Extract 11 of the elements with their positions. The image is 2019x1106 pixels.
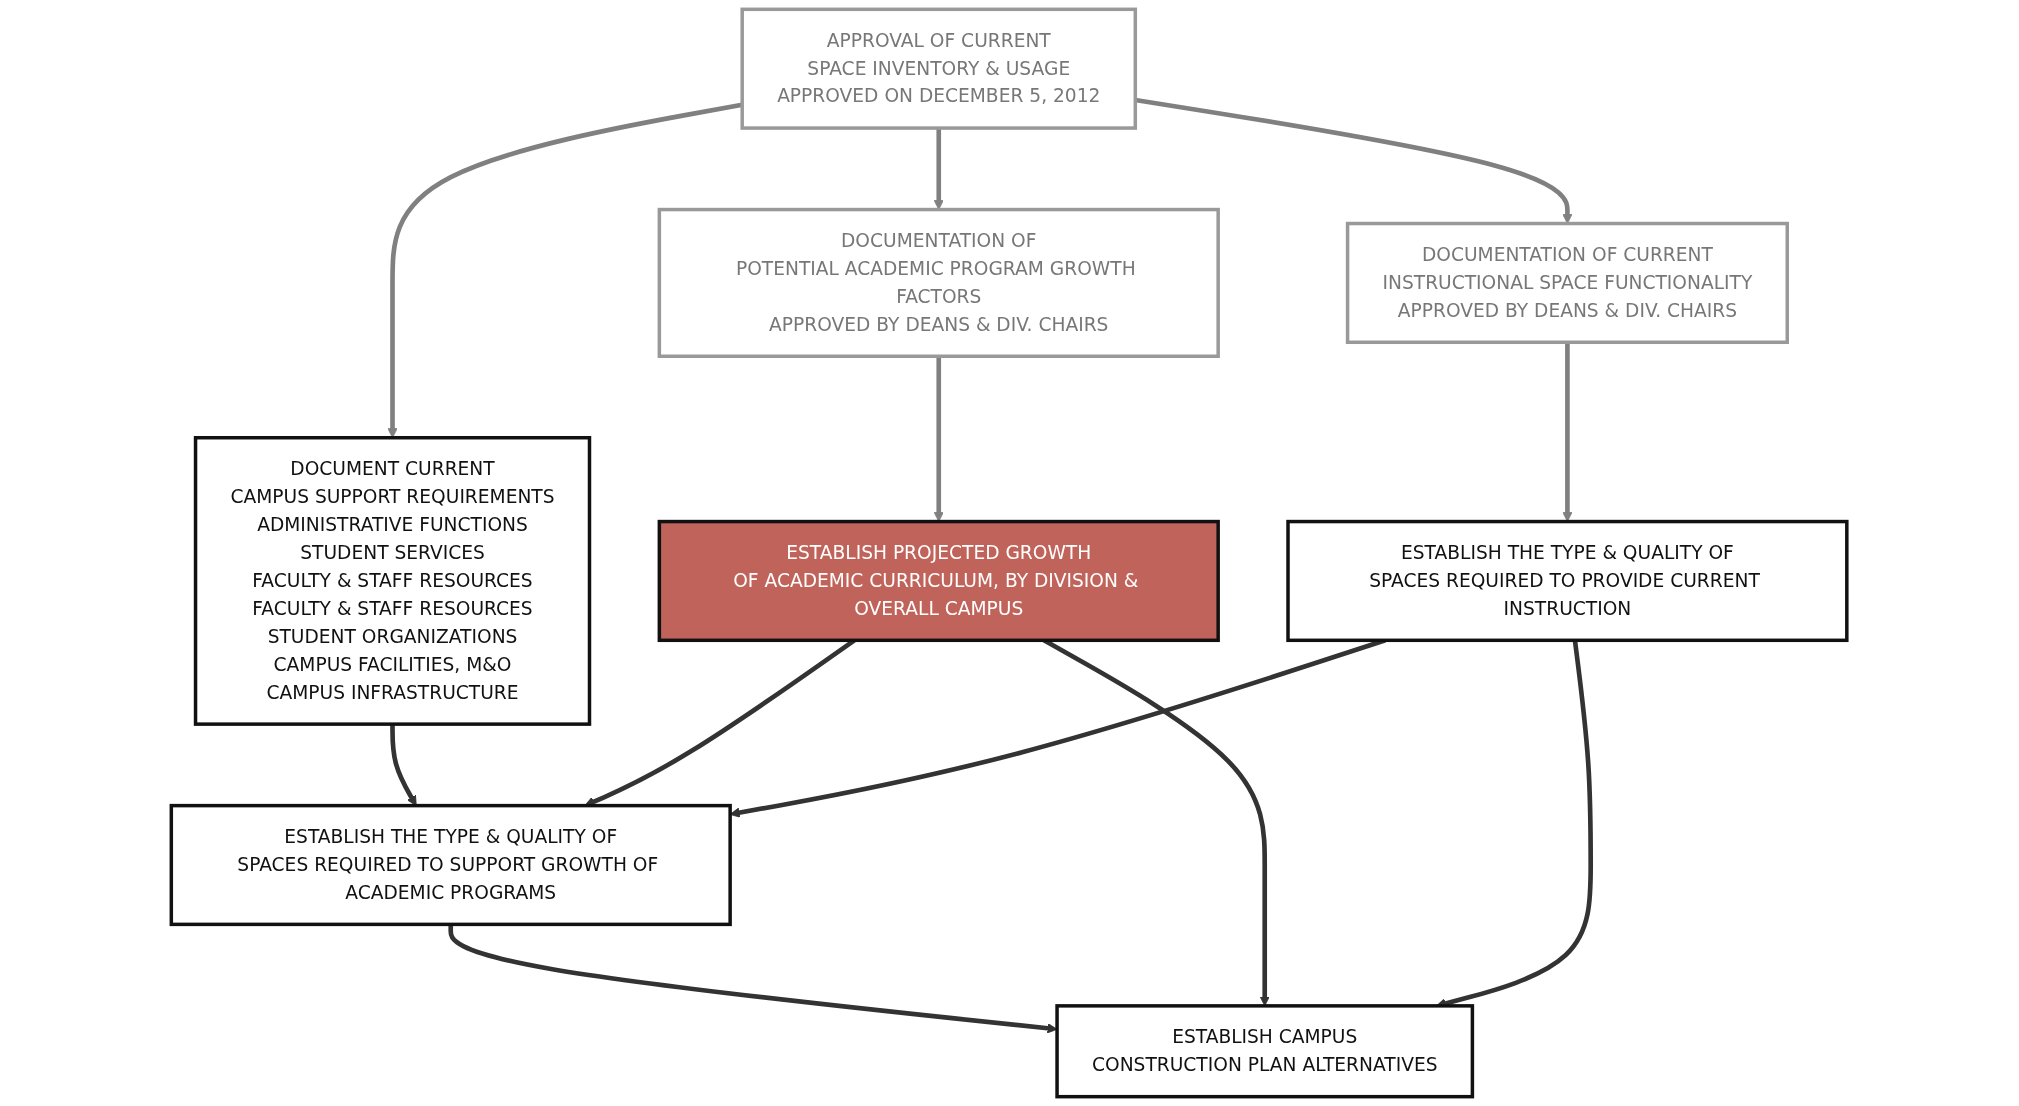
node-box: APPROVAL OF CURRENT SPACE INVENTORY & USAGE APPROVED ON DECEMBER 5, 2012 xyxy=(740,7,1138,130)
node-box: ESTABLISH CAMPUS CONSTRUCTION PLAN ALTERNATIVES xyxy=(1055,1004,1475,1099)
node-box: DOCUMENTATION OF CURRENT INSTRUCTIONAL SPACE FUNCTIONALITY APPROVED BY DEANS & DIV. CHAIRS xyxy=(1346,221,1790,344)
arrow xyxy=(1562,342,1573,522)
node-box: ESTABLISH THE TYPE & QUALITY OF SPACES REQUIRED TO SUPPORT GROWTH OF ACADEMIC PROGRAMS xyxy=(170,803,733,927)
arrow xyxy=(934,356,945,522)
node-box: ESTABLISH PROJECTED GROWTH OF ACADEMIC CURRICULUM, BY DIVISION & OVERALL CAMPUS xyxy=(658,519,1221,643)
node-box: DOCUMENTATION OF POTENTIAL ACADEMIC PROGRAM GROWTH FACTORS APPROVED BY DEANS & DIV. CHAIRS xyxy=(658,207,1221,358)
node-box: ESTABLISH THE TYPE & QUALITY OF SPACES REQUIRED TO PROVIDE CURRENT INSTRUCTION xyxy=(1286,519,1849,643)
node-box: DOCUMENT CURRENT CAMPUS SUPPORT REQUIREMENTS ADMINISTRATIVE FUNCTIONS STUDENT SERVICES FACULTY & STAFF RESOURCES FACULTY & STAFF RESOURCES STUDENT ORGANIZATIONS CAMPUS FACILITIES, M&O CAMPUS INFRASTRUCTURE xyxy=(194,436,592,726)
arrow xyxy=(934,128,945,210)
